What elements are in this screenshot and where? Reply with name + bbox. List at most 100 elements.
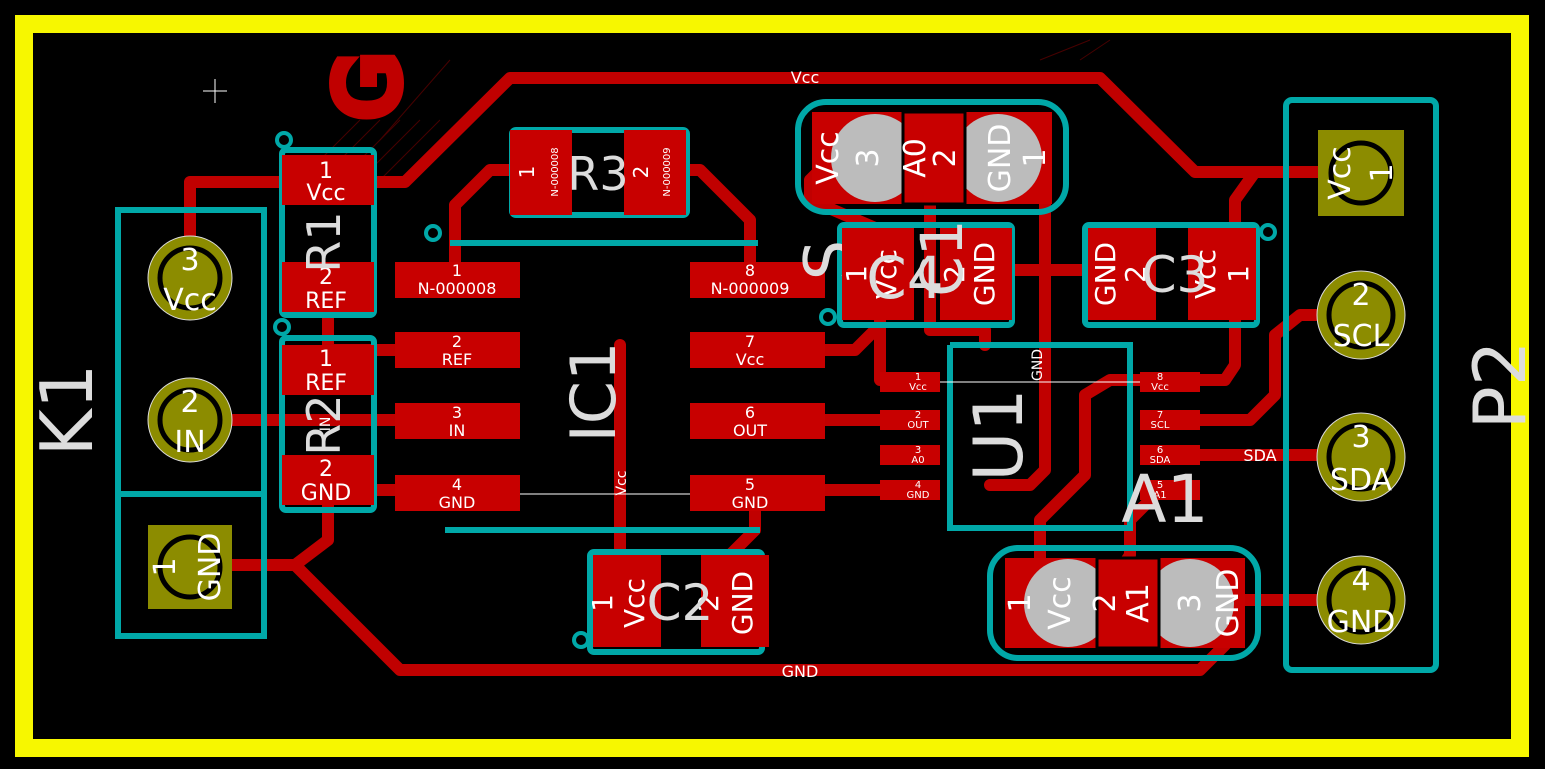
s-pad1-num: 1 [1018,148,1053,167]
p2-pin1-num: 1 [1365,163,1400,182]
ic1-pad2-name: REF [442,350,472,369]
trace-u1-vcc8 [1154,166,1261,386]
p2-pin4-name: GND [1327,605,1396,640]
c2-pad1-name: Vcc [618,578,651,628]
ic1-pad7-name: Vcc [736,350,765,369]
p2-pin4-num: 4 [1351,563,1370,598]
u1-pad7-name: SCL [1151,420,1170,431]
k1-connector[interactable]: 3 Vcc 2 IN 1 GND [147,235,233,609]
net-label-sda: SDA [1243,446,1276,465]
r2-pad1-num: 1 [319,347,333,372]
ic1-pad5-num: 5 [745,475,755,494]
a1-pad3-num: 3 [1173,593,1208,612]
a1-pad2-name: A1 [1121,583,1156,623]
c3-capacitor[interactable]: GND 2 Vcc 1 [1088,228,1256,320]
k1-ref: K1 [25,363,109,456]
r2-resistor[interactable]: 1 REF 2 GND [282,345,374,506]
ic1-chip[interactable]: 1 N-000008 2 REF 3 IN 4 GND 5 GND 6 OUT … [395,261,825,512]
r3-pad1-name: N-000008 [550,147,561,196]
u1-pad8-num: 8 [1157,372,1163,383]
c1-pad2-name: GND [968,242,1001,306]
k1-pin2-num: 2 [180,385,199,420]
s-solder-jumper[interactable]: Vcc 3 A0 2 GND 1 [811,110,1053,206]
u1-pad1-num: 1 [915,372,921,383]
r3-pad2-name: N-000009 [662,147,673,196]
a1-pad2-num: 2 [1088,593,1123,612]
c2-pad2-num: 2 [692,594,725,612]
c1-pad1-name: Vcc [870,249,903,299]
p2-outline [1283,97,1439,673]
c1-pad2-num: 2 [938,265,971,283]
ic1-ref: IC1 [557,341,630,442]
r2-pad2-name: GND [301,481,351,506]
s-pad3-num: 3 [851,148,886,167]
trace-gnd-r2 [289,484,334,571]
trace-a1-vcc [1034,374,1166,606]
u1-pad1-name: Vcc [909,382,927,393]
u1-pad6-num: 6 [1157,445,1163,456]
a1-pad3-name: GND [1211,569,1246,638]
ic1-pad6-num: 6 [745,403,755,422]
ic1-pad1-name: N-000008 [418,279,497,298]
u1-pad3-name: A0 [911,455,924,466]
c3-pad2-name: GND [1089,242,1122,306]
net-label-gnd: GND [782,662,819,681]
p2-pin2-num: 2 [1351,278,1370,313]
p2-pin3-num: 3 [1351,420,1370,455]
u1-pad5-name: A1 [1153,490,1166,501]
ic1-pad3-name: IN [449,421,466,440]
a1-solder-jumper[interactable]: 1 Vcc 2 A1 3 GND [1003,556,1246,650]
c1-pad1-num: 1 [840,265,873,283]
ic1-pad6-name: OUT [733,421,767,440]
u1-pad4-name: GND [907,490,930,501]
p2-pin1-name: Vcc [1323,146,1358,200]
k1-pin1-name: GND [193,533,228,602]
r2-pad1-name: REF [305,371,347,396]
ic1-pad1-num: 1 [452,261,462,280]
r1-resistor[interactable]: 1 Vcc 2 REF [282,155,374,314]
g-logo: G [314,48,424,125]
r2-pad2-num: 2 [319,457,333,482]
u1-chip[interactable]: 1 Vcc 2 OUT 3 A0 4 GND 5 A1 6 SDA 7 SCL … [880,349,1200,501]
r3-resistor[interactable]: 1 N-000008 2 N-000009 [510,130,686,215]
r1-pad1-num: 1 [319,159,333,184]
r3-pad1-num: 1 [515,166,539,179]
net-label-in: IN [318,417,334,432]
c3-pad1-name: Vcc [1189,249,1222,299]
r1-outline [279,147,377,318]
p2-connector[interactable]: Vcc 1 2 SCL 3 SDA 4 GND [1316,130,1406,645]
c3-ref: C3 [1142,246,1209,304]
ic1-pad3-num: 3 [452,403,462,422]
r3-pad2-num: 2 [629,166,653,179]
k1-pin3-num: 3 [180,243,199,278]
s-outline [795,99,1069,215]
p2-pin3-name: SDA [1330,463,1393,498]
u1-pad4-num: 4 [915,480,921,491]
k1-pin1-num: 1 [148,557,183,576]
p2-pin2-name: SCL [1333,319,1390,354]
p2-ref: P2 [1458,340,1542,429]
ic1-vcc-net-label: Vcc [614,471,630,496]
silkscreen [115,97,1439,673]
c2-capacitor[interactable]: 1 Vcc 2 GND [586,555,769,647]
ic1-pad4-name: GND [439,493,476,512]
a1-pad1-name: Vcc [1043,576,1078,630]
u1-ref: U1 [960,388,1039,481]
r1-pad2-name: REF [305,289,347,314]
ic1-pad7-num: 7 [745,332,755,351]
c1-ref: C1 [908,219,976,296]
r1-pad1-name: Vcc [306,181,345,206]
board-edge-outline [15,15,1529,757]
trace-vcc-top [322,72,1366,188]
c1-capacitor[interactable]: 1 Vcc 2 GND [840,228,1012,320]
s-pad2-num: 2 [928,148,963,167]
ic1-pad8-num: 8 [745,261,755,280]
ic1-pad8-name: N-000009 [711,279,790,298]
u1-pad7-num: 7 [1157,410,1163,421]
k1-pin3-name: Vcc [163,283,217,318]
r1-ref: R1 [297,211,351,272]
u1-pad2-num: 2 [915,410,921,421]
g-logo-letter: G [319,53,419,120]
u1-pad3-num: 3 [915,445,921,456]
